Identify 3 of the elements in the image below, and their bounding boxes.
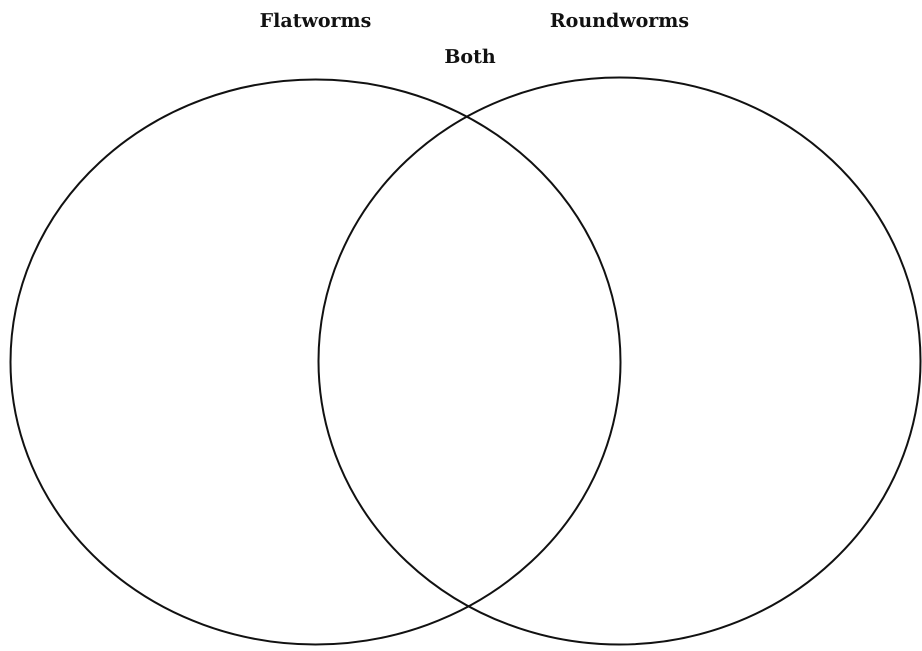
overlap-label: Both [444,46,496,68]
circle-heading: Roundworms [550,10,690,32]
circle-heading: Flatworms [260,10,372,32]
